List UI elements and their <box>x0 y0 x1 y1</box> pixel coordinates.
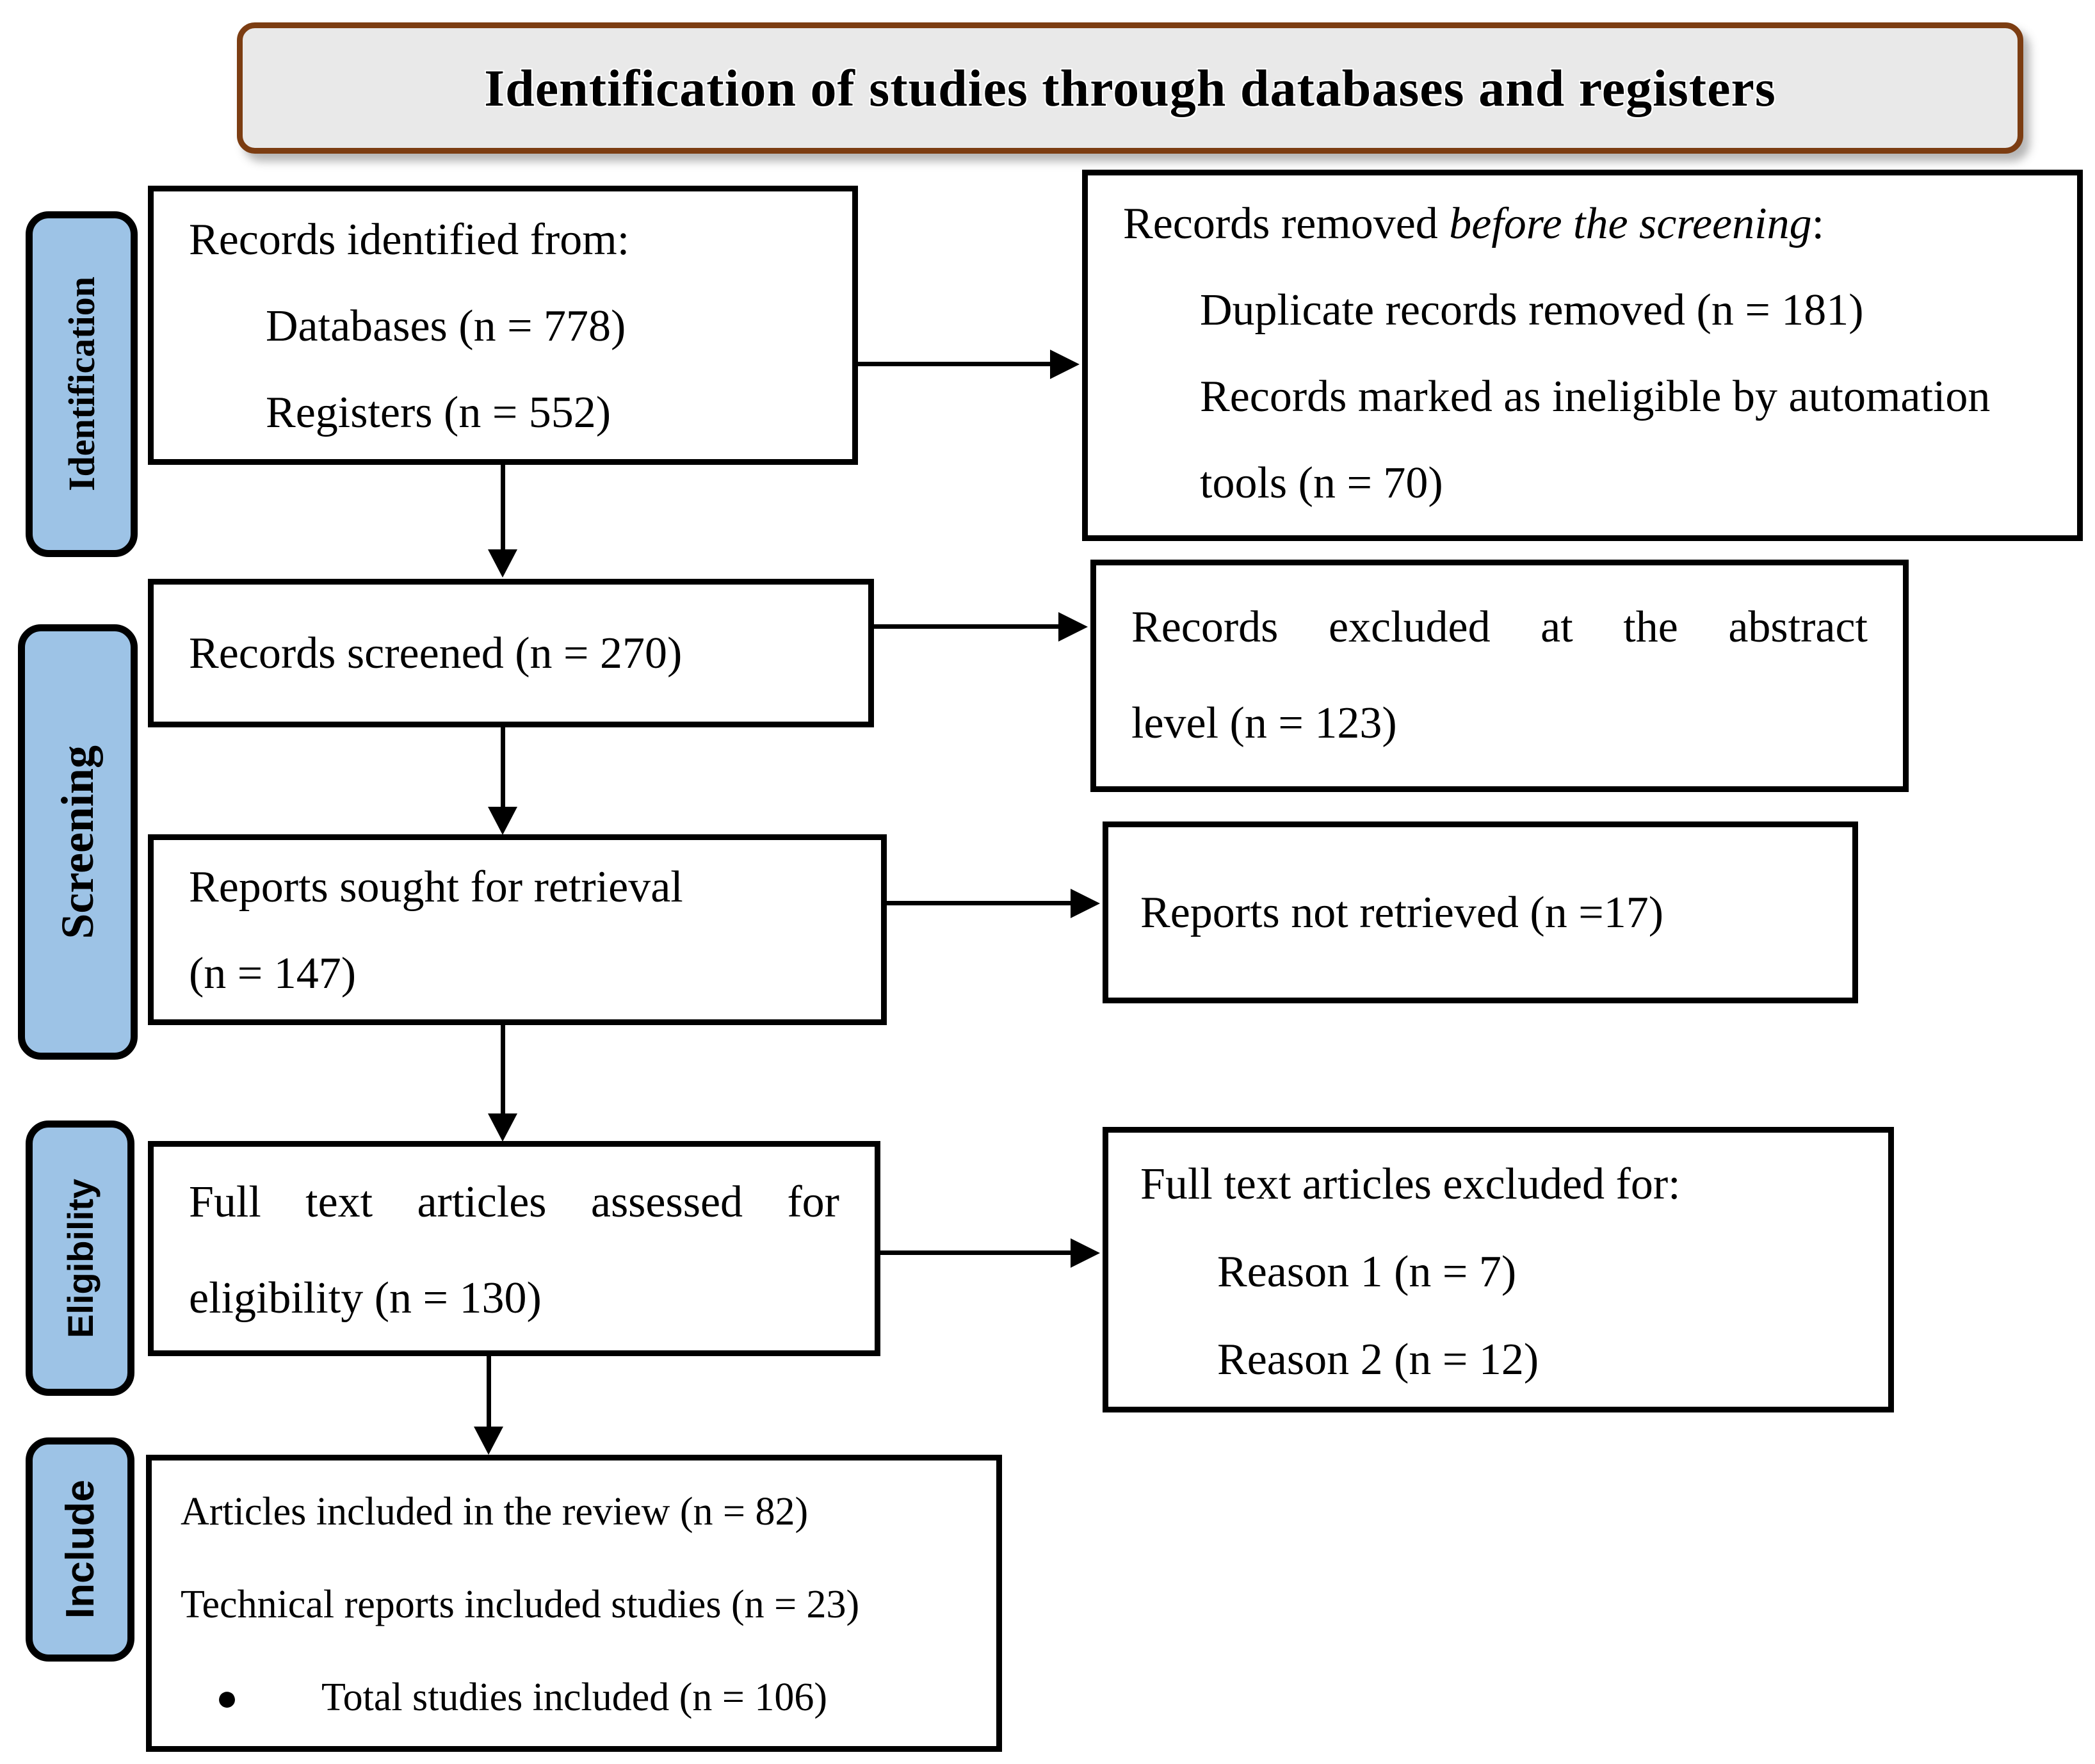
arrowhead-right-icon <box>1058 612 1088 642</box>
arrowhead-right-icon <box>1071 889 1100 918</box>
stage-label-include: Include <box>26 1437 134 1662</box>
arrow-line-screened-to-sought <box>501 727 505 809</box>
arrowhead-right-icon <box>1071 1238 1100 1268</box>
box-line: Reason 2 (n = 12) <box>1217 1335 1539 1384</box>
stage-label-text: Eligibility <box>60 1178 101 1338</box>
stage-label-text: Identification <box>61 277 102 492</box>
arrowhead-down-icon <box>488 549 517 578</box>
box-line: Articles included in the review (n = 82) <box>181 1490 809 1533</box>
arrow-line-identified-to-removed <box>858 362 1053 366</box>
box-line: Technical reports included studies (n = … <box>181 1583 860 1626</box>
box-records-removed: Records removed before the screening: Du… <box>1082 170 2083 541</box>
box-line-text: Total studies included (n = 106) <box>321 1676 828 1719</box>
box-full-text-assessed: Full text articles assessed for eligibil… <box>148 1141 880 1356</box>
box-line: Reason 1 (n = 7) <box>1217 1247 1517 1297</box>
box-line: Reports sought for retrieval <box>189 862 683 912</box>
box-line: Records identified from: <box>189 215 630 264</box>
stage-label-text: Screening <box>52 745 103 939</box>
box-reports-not-retrieved: Reports not retrieved (n =17) <box>1103 821 1858 1003</box>
box-line: Reports not retrieved (n =17) <box>1140 887 1664 937</box>
box-line: Records excluded at the abstract <box>1131 603 1868 652</box>
stage-label-eligibility: Eligibility <box>26 1121 134 1396</box>
box-line: eligibility (n = 130) <box>189 1274 542 1323</box>
diagram-title: Identification of studies through databa… <box>484 58 1776 117</box>
box-line: (n = 147) <box>189 949 357 998</box>
box-full-text-excluded: Full text articles excluded for: Reason … <box>1103 1127 1894 1412</box>
stage-label-text: Include <box>58 1480 102 1619</box>
box-line: Records screened (n = 270) <box>189 628 683 678</box>
arrowhead-down-icon <box>488 807 517 835</box>
box-line: Registers (n = 552) <box>266 388 611 437</box>
stage-label-identification: Identification <box>26 211 138 557</box>
title-banner: Identification of studies through databa… <box>237 22 2023 154</box>
arrow-line-identified-to-screened <box>501 465 505 552</box>
box-line: Full text articles excluded for: <box>1140 1160 1681 1209</box>
bullet-icon: ● <box>216 1677 239 1719</box>
arrow-line-screened-to-excluded <box>874 624 1061 629</box>
box-line: Full text articles assessed for <box>189 1177 839 1227</box>
arrow-line-assessed-to-excluded <box>880 1250 1073 1255</box>
box-line: Databases (n = 778) <box>266 302 626 351</box>
box-reports-sought: Reports sought for retrieval (n = 147) <box>148 834 887 1025</box>
box-line: Records removed before the screening: <box>1123 199 1825 248</box>
box-line: level (n = 123) <box>1131 699 1397 748</box>
arrow-line-sought-to-notretrieved <box>887 901 1073 905</box>
box-line: Records marked as ineligible by automati… <box>1200 372 1991 421</box>
arrowhead-right-icon <box>1050 350 1080 379</box>
box-line: Duplicate records removed (n = 181) <box>1200 286 1864 335</box>
stage-label-screening: Screening <box>18 624 138 1060</box>
box-line: tools (n = 70) <box>1200 458 1443 508</box>
box-line: ● Total studies included (n = 106) <box>181 1651 971 1744</box>
arrow-line-sought-to-assessed <box>501 1025 505 1116</box>
box-articles-included: Articles included in the review (n = 82)… <box>146 1455 1002 1752</box>
arrowhead-down-icon <box>488 1113 517 1142</box>
arrowhead-down-icon <box>474 1427 503 1455</box>
box-records-excluded: Records excluded at the abstract level (… <box>1090 560 1909 792</box>
arrow-line-assessed-to-included <box>487 1356 491 1429</box>
box-records-screened: Records screened (n = 270) <box>148 579 874 727</box>
box-records-identified: Records identified from: Databases (n = … <box>148 186 858 465</box>
